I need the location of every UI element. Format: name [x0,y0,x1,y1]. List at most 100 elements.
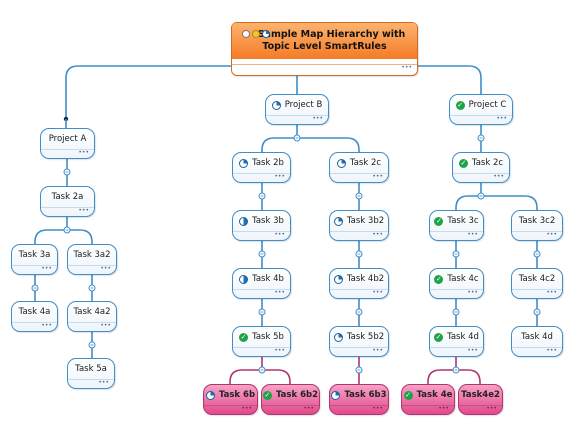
topic-task-4c2[interactable]: Task 4c2 ••• [511,268,563,299]
topic-task-3c[interactable]: ✓Task 3c ••• [429,210,484,241]
more-indicator[interactable]: ••• [512,289,562,298]
topic-task-2a[interactable]: Task 2a ••• [40,186,95,217]
more-indicator[interactable]: ••• [233,347,290,356]
topic-task-6b2[interactable]: ✓Task 6b2 ••• [261,384,320,415]
topic-project-c[interactable]: ✓Project C ••• [449,94,513,125]
progress-icon [336,158,346,168]
topic-label: Task 6b2 [275,390,319,400]
topic-label: Task 5b2 [346,332,385,342]
more-indicator[interactable]: ••• [204,405,257,414]
more-indicator[interactable]: ••• [68,379,114,388]
topic-task-4a2[interactable]: Task 4a2 ••• [67,301,117,332]
topic-label: Task 6b3 [344,390,387,400]
progress-icon [205,390,215,400]
more-indicator[interactable]: ••• [430,231,483,240]
more-indicator[interactable]: ••• [68,322,116,331]
more-indicator[interactable]: ••• [512,347,562,356]
topic-task-2c-c[interactable]: ✓Task 2c ••• [452,152,510,183]
more-indicator[interactable]: ••• [330,231,388,240]
topic-label: Task 4a2 [73,307,111,317]
topic-label: Project C [468,100,507,110]
topic-label: Task 2b [252,158,284,168]
more-indicator[interactable]: ••• [233,231,290,240]
topic-label: Task 6b [218,390,256,400]
topic-task-6b3[interactable]: Task 6b3 ••• [329,384,389,415]
topic-task-2b[interactable]: Task 2b ••• [232,152,291,183]
topic-label: Task 3a [18,250,51,260]
topic-label: Task 4d [521,332,553,342]
more-indicator[interactable]: ••• [41,207,94,216]
topic-task-5b2[interactable]: Task 5b2 ••• [329,326,389,357]
topic-task-4c[interactable]: ✓Task 4c ••• [429,268,484,299]
topic-task-4e2[interactable]: Task4e2 ••• [458,384,503,415]
more-indicator[interactable]: ••• [430,289,483,298]
topic-task-3a[interactable]: Task 3a ••• [11,244,58,275]
topic-task-4d[interactable]: ✓Task 4d ••• [429,326,484,357]
root-title-line1: Sample Map Hierarchy with [257,29,406,40]
topic-task-4a[interactable]: Task 4a ••• [11,301,58,332]
connector-project-b-children [261,125,360,152]
topic-task-3c2[interactable]: Task 3c2 ••• [511,210,563,241]
topic-task-5b[interactable]: ✓Task 5b ••• [232,326,291,357]
topic-label: Task 2c [349,158,382,168]
topic-task-4d-2[interactable]: Task 4d ••• [511,326,563,357]
topic-label: Task 4c2 [518,274,556,284]
more-indicator[interactable]: ••• [459,405,502,414]
more-indicator[interactable]: ••• [68,265,116,274]
progress-icon [239,274,249,284]
topic-task-3b2[interactable]: Task 3b2 ••• [329,210,389,241]
more-indicator[interactable]: ••• [430,347,483,356]
more-indicator[interactable]: ••• [262,405,319,414]
more-indicator[interactable]: ••• [233,289,290,298]
more-indicator[interactable]: ••• [453,173,509,182]
topic-task-3a2[interactable]: Task 3a2 ••• [67,244,117,275]
topic-label: Task 4b [252,274,284,284]
more-indicator[interactable]: ••• [330,289,388,298]
progress-icon [333,332,343,342]
connector-root-project-c [418,65,482,94]
more-indicator[interactable]: ••• [330,173,388,182]
check-icon: ✓ [434,332,444,342]
root-title-band: Sample Map Hierarchy with Topic Level Sm… [232,23,417,59]
topic-task-4e[interactable]: ✓Task 4e ••• [401,384,455,415]
more-indicator[interactable]: ••• [450,115,512,124]
check-icon: ✓ [434,216,444,226]
more-indicator[interactable]: ••• [233,173,290,182]
check-icon: ✓ [262,390,272,400]
topic-task-6b[interactable]: Task 6b ••• [203,384,258,415]
more-indicator[interactable]: ••• [12,265,57,274]
topic-project-a[interactable]: Project A ••• [40,128,95,159]
progress-icon [333,274,343,284]
topic-label: Task 5a [75,364,107,374]
topic-task-3b[interactable]: Task 3b ••• [232,210,291,241]
root-topic[interactable]: Sample Map Hierarchy with Topic Level Sm… [231,22,418,76]
progress-icon [271,100,281,110]
more-indicator[interactable]: ••• [232,64,417,75]
connector-root-project-a [65,65,231,119]
progress-icon [331,390,341,400]
progress-icon [333,216,343,226]
topic-label: Task 2a [51,192,84,202]
topic-project-b[interactable]: Project B ••• [265,94,329,125]
connector-task-2a-children [34,217,93,244]
check-icon: ✓ [455,100,465,110]
check-icon: ✓ [403,390,413,400]
topic-task-4b2[interactable]: Task 4b2 ••• [329,268,389,299]
more-indicator[interactable]: ••• [266,115,328,124]
topic-label: Task 3a2 [73,250,111,260]
more-indicator[interactable]: ••• [12,322,57,331]
more-indicator[interactable]: ••• [41,149,94,158]
topic-label: Task 4e [416,390,453,400]
more-indicator[interactable]: ••• [330,347,388,356]
topic-task-5a[interactable]: Task 5a ••• [67,358,115,389]
progress-icon [262,30,270,38]
more-indicator[interactable]: ••• [512,231,562,240]
topic-task-2c-b[interactable]: Task 2c ••• [329,152,389,183]
more-indicator[interactable]: ••• [402,405,454,414]
topic-label: Project B [284,100,323,110]
topic-label: Task 3c2 [518,216,556,226]
topic-task-4b[interactable]: Task 4b ••• [232,268,291,299]
topic-label: Task 4a [18,307,51,317]
more-indicator[interactable]: ••• [330,405,388,414]
